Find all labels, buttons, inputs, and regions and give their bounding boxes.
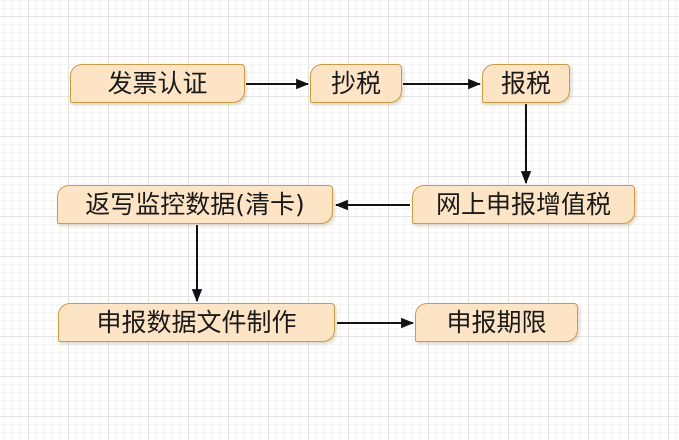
node-declaration-data-file: 申报数据文件制作 xyxy=(58,303,335,342)
node-declaration-deadline: 申报期限 xyxy=(415,303,578,342)
node-writeback-monitoring-data: 返写监控数据(清卡) xyxy=(57,185,333,224)
node-online-vat-declaration: 网上申报增值税 xyxy=(412,185,635,224)
node-file-tax: 报税 xyxy=(482,64,570,103)
node-invoice-certification: 发票认证 xyxy=(70,64,245,103)
node-copy-tax: 抄税 xyxy=(310,64,402,103)
